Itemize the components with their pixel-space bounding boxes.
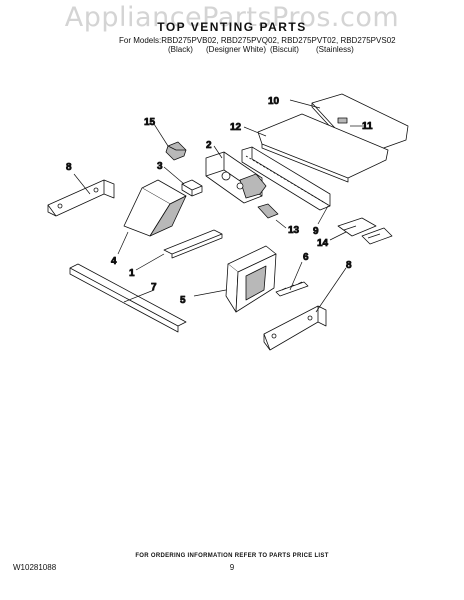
part-13-plate <box>257 203 279 219</box>
part-12-cover-plate <box>257 113 389 183</box>
page-number: 9 <box>229 563 235 572</box>
callout-11: 11 <box>362 121 373 132</box>
callout-14: 14 <box>317 238 329 249</box>
part-14-brackets <box>337 217 393 245</box>
part-1-rail <box>163 229 223 259</box>
part-2-blower-motor <box>205 151 267 204</box>
callout-13: 13 <box>288 225 300 236</box>
leader-lines <box>73 99 364 313</box>
page-title: TOP VENTING PARTS <box>157 20 307 34</box>
part-3-block <box>181 179 203 197</box>
part-9-duct-channel <box>241 146 331 211</box>
part-6-connector <box>275 281 309 297</box>
callout-8-left: 8 <box>66 162 72 173</box>
finish-stainless: (Stainless) <box>316 45 354 54</box>
callout-10: 10 <box>268 96 280 107</box>
callout-6: 6 <box>303 252 309 263</box>
part-8-right-bracket <box>263 305 327 351</box>
callout-12: 12 <box>230 122 242 133</box>
finish-designer-white: (Designer White) <box>206 45 267 54</box>
callout-5: 5 <box>180 295 186 306</box>
part-7-long-rail <box>69 263 187 333</box>
finish-black: (Black) <box>168 45 193 54</box>
callout-2: 2 <box>206 140 212 151</box>
callout-8-right: 8 <box>346 260 352 271</box>
part-4-vent-duct <box>123 179 187 237</box>
part-8-left-bracket <box>47 179 115 217</box>
watermark-text: AppliancePartsPros.com <box>64 2 400 33</box>
callout-15: 15 <box>144 117 156 128</box>
ordering-note: FOR ORDERING INFORMATION REFER TO PARTS … <box>135 553 329 559</box>
callout-4: 4 <box>111 256 117 267</box>
document-number: W10281088 <box>13 563 57 572</box>
callout-1: 1 <box>129 268 135 279</box>
finish-biscuit: (Biscuit) <box>270 45 299 54</box>
callout-7: 7 <box>151 282 157 293</box>
callout-3: 3 <box>157 161 163 172</box>
models-line: For Models:RBD275PVB02, RBD275PVQ02, RBD… <box>119 36 396 45</box>
part-5-duct-housing <box>225 245 277 313</box>
part-15-fan-part <box>165 141 187 161</box>
callout-9: 9 <box>313 226 319 237</box>
